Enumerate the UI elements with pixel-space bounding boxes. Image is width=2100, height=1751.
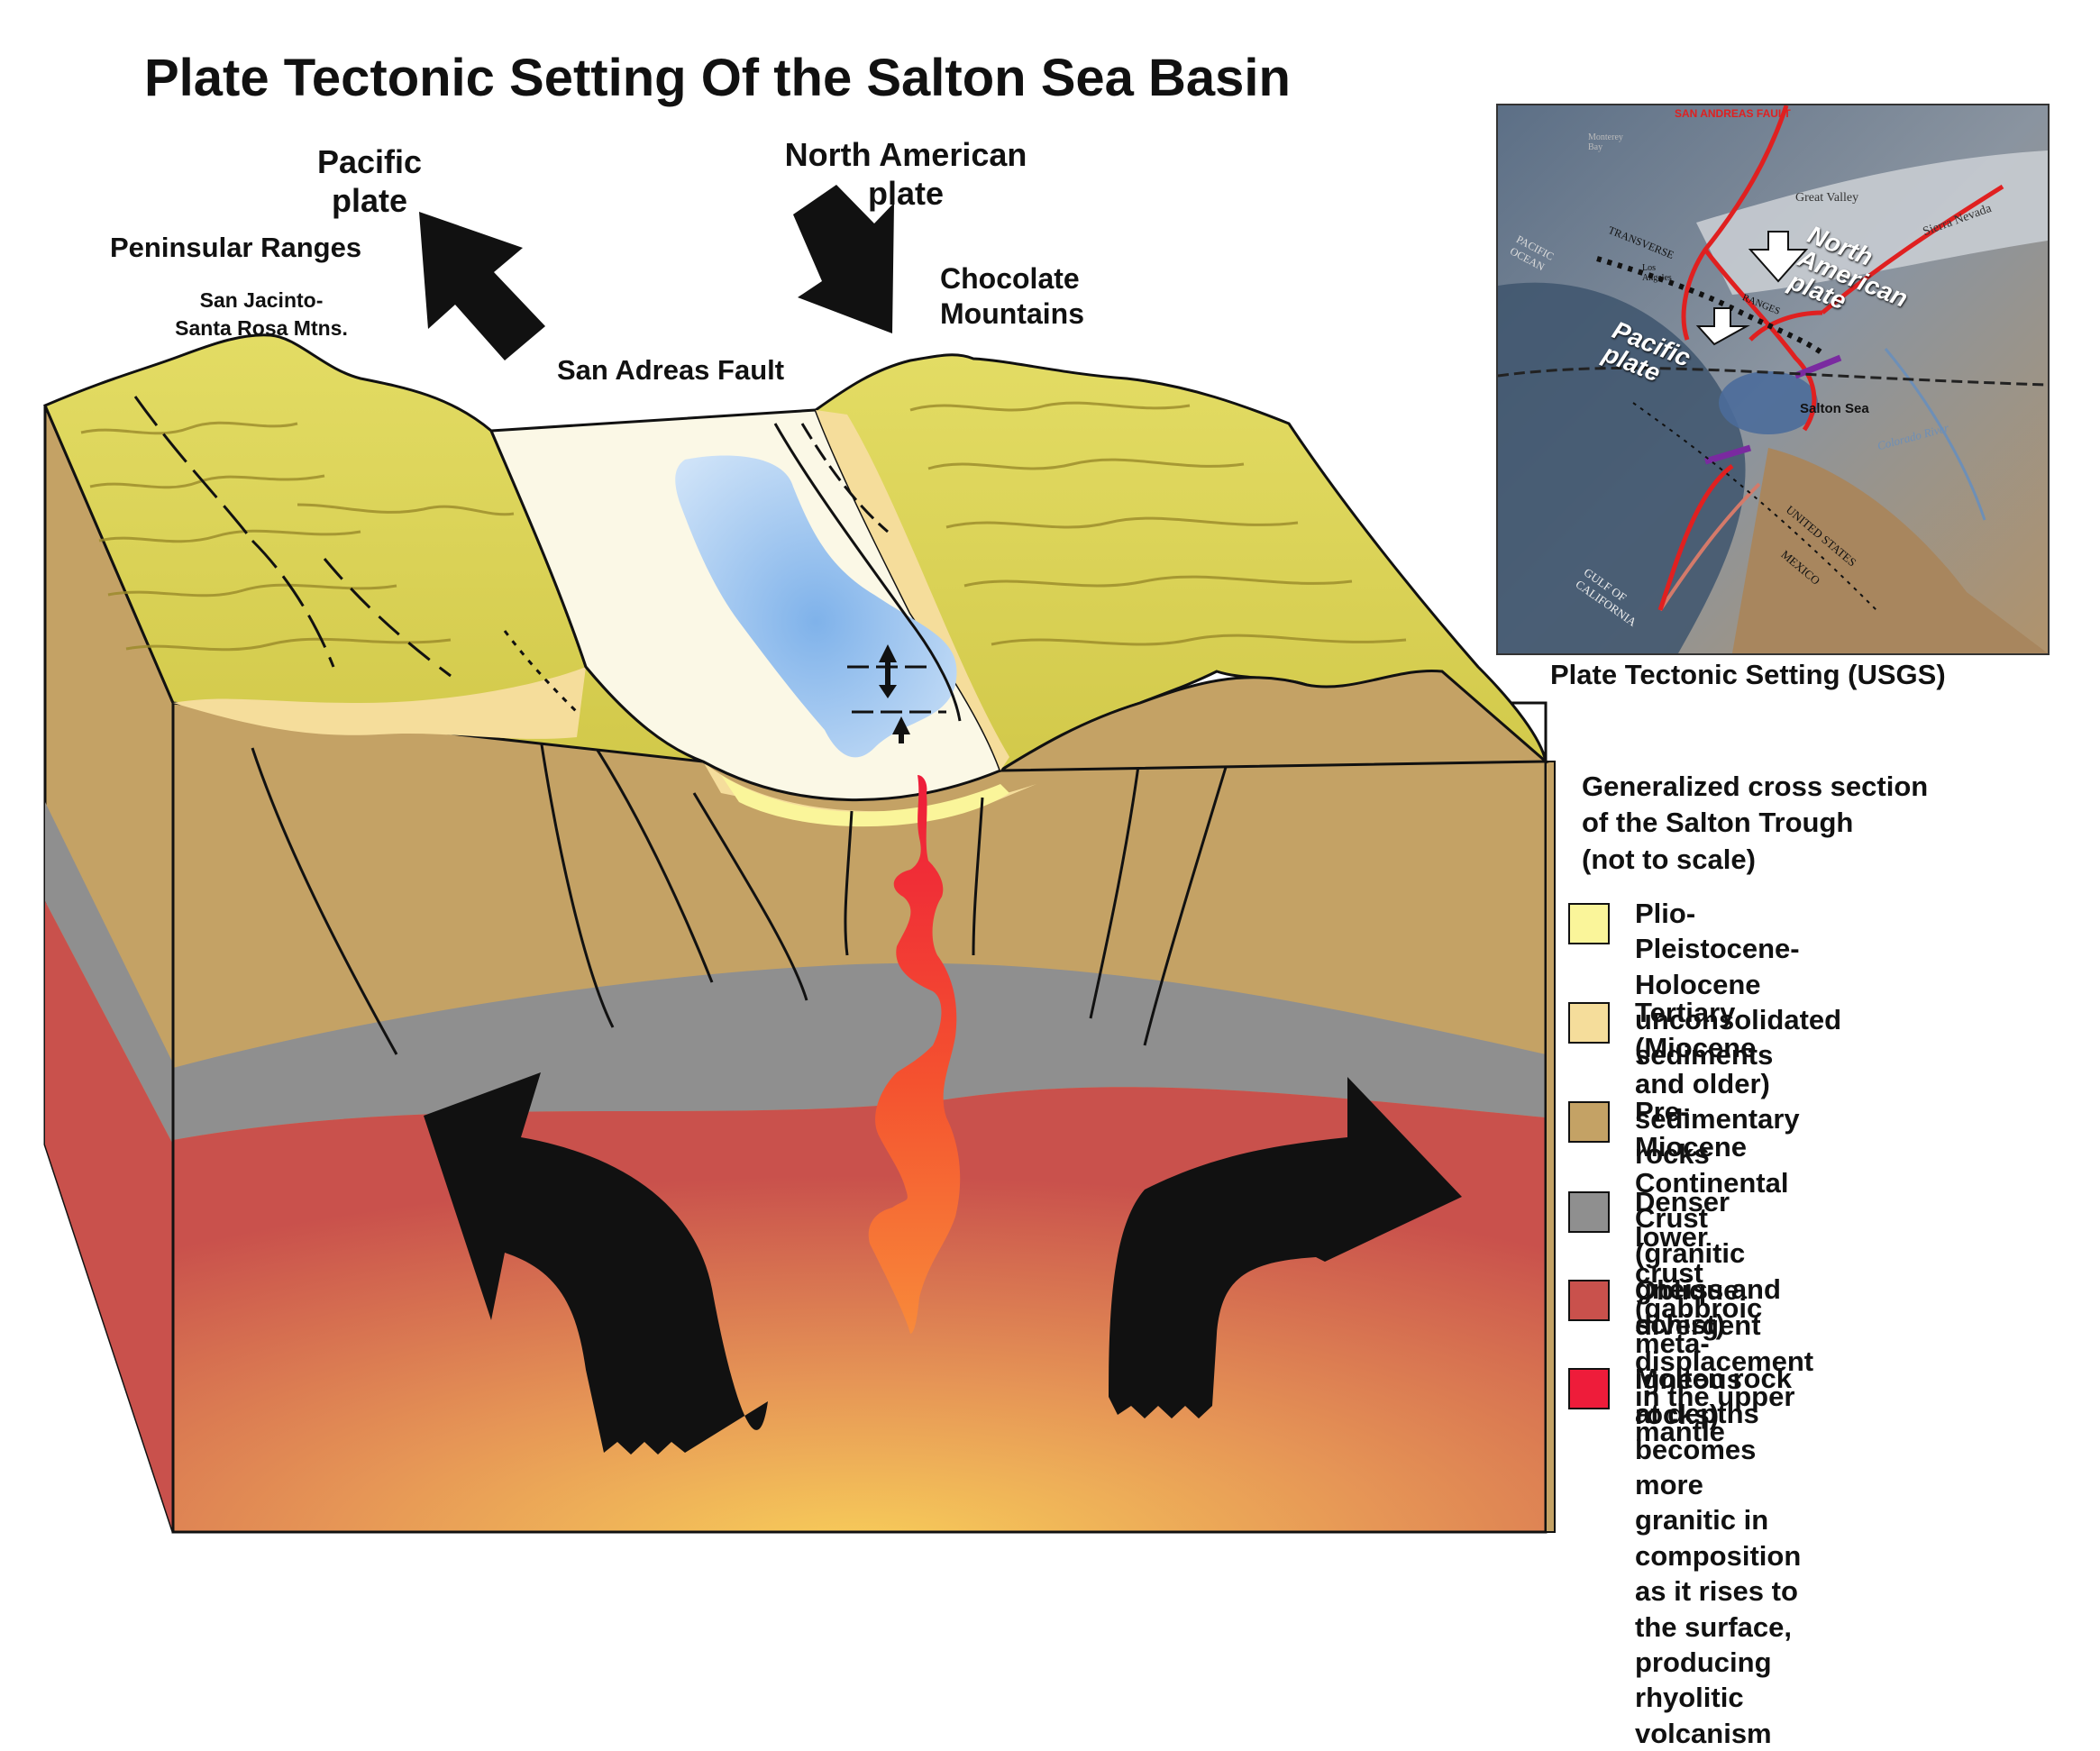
legend-swatch xyxy=(1568,1368,1610,1409)
legend-swatch xyxy=(1568,1280,1610,1321)
block-diagram xyxy=(43,185,1556,1534)
left-mountains xyxy=(43,333,704,763)
legend-swatch xyxy=(1568,1002,1610,1044)
right-side-face xyxy=(1545,761,1556,1533)
legend-label: Plio-Pleistocene-Holocene unconsolidated… xyxy=(1635,898,1842,1072)
legend-label: Denser lower crust (gabbroic meta-igneou… xyxy=(1635,1186,1763,1431)
usgs-photo: SAN ANDREAS FAULT Great Valley Sierra Ne… xyxy=(1496,104,2050,655)
legend-swatch xyxy=(1568,1191,1610,1233)
fault-lines xyxy=(251,738,1232,1055)
photo-label-monterey-bay: Monterey Bay xyxy=(1588,132,1623,152)
mantle-flow-arrow-right xyxy=(1109,1077,1462,1418)
legend-label: Tertiary (Miocene and older) sedimentary… xyxy=(1635,997,1800,1171)
north-american-plate-label: North American plate xyxy=(784,136,1027,213)
photo-label-great-valley: Great Valley xyxy=(1795,191,1859,205)
san-andreas-fault-label: San Adreas Fault xyxy=(557,354,785,386)
pacific-plate-label: Pacific plate xyxy=(316,143,423,220)
diagram-title: Plate Tectonic Setting Of the Salton Sea… xyxy=(144,49,1291,107)
legend-swatch xyxy=(1568,1101,1610,1143)
right-mountains xyxy=(814,353,1549,772)
front-face xyxy=(171,701,1548,1534)
photo-label-saf: SAN ANDREAS FAULT xyxy=(1675,107,1791,120)
legend-label: Molten rock at depths becomes more grani… xyxy=(1635,1363,1802,1749)
legend-title: Generalized cross section of the Salton … xyxy=(1582,771,1929,875)
chocolate-mountains-label: Chocolate Mountains xyxy=(940,262,1084,331)
legend-label: Pre-Miocene Continental Crust (granitic … xyxy=(1635,1096,1789,1341)
magma-plume xyxy=(868,775,961,1334)
valley-floor xyxy=(488,408,1009,802)
pacific-plate-arrow xyxy=(419,212,545,360)
legend-swatch xyxy=(1568,903,1610,944)
north-american-plate-arrow xyxy=(793,185,894,333)
san-jacinto-label: San Jacinto- Santa Rosa Mtns. xyxy=(175,288,348,341)
photo-label-salton-sea: Salton Sea xyxy=(1800,401,1869,416)
legend-label: Oblique divergent displacement in the up… xyxy=(1635,1274,1814,1448)
left-side-face xyxy=(43,405,175,1533)
photo-caption: Plate Tectonic Setting (USGS) xyxy=(1550,659,1946,690)
photo-label-los-angeles: Los Angeles xyxy=(1642,263,1672,283)
mantle-flow-arrow-left xyxy=(424,1072,768,1455)
peninsular-ranges-label: Peninsular Ranges xyxy=(110,232,362,263)
